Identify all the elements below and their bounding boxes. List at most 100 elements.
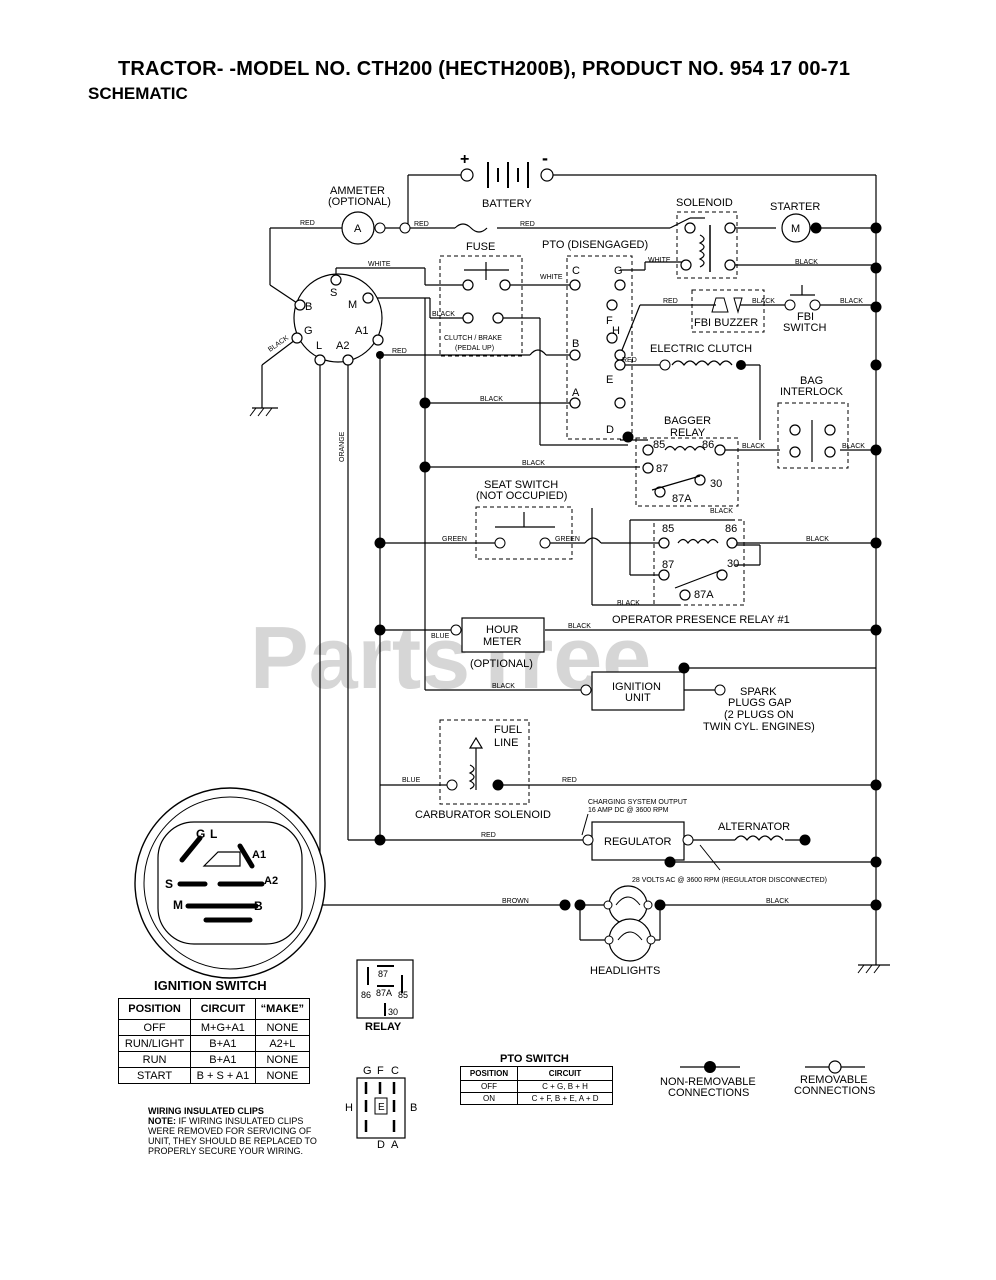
- pto-terminal-label: H: [612, 325, 620, 337]
- spark-plug-label: PLUGS GAP: [728, 697, 792, 709]
- terminal-label: A1: [355, 325, 368, 337]
- carburator-solenoid-label: CARBURATOR SOLENOID: [415, 809, 551, 821]
- fuel-line-label: FUEL: [494, 724, 522, 736]
- starter-label: STARTER: [770, 201, 820, 213]
- ignition-switch-caption: IGNITION SWITCH: [154, 978, 267, 993]
- wire-color-label: RED: [520, 221, 535, 228]
- relay-pin-label: 87: [656, 463, 668, 475]
- alternator-label: ALTERNATOR: [718, 821, 790, 833]
- ignition-unit-label-2: UNIT: [625, 692, 651, 704]
- pto-face-label: A: [391, 1139, 399, 1151]
- legend-label: REMOVABLE: [800, 1074, 868, 1086]
- table-cell: OFF: [117, 1019, 192, 1036]
- seat-switch-label: SEAT SWITCH: [484, 479, 558, 491]
- pto-terminal-label: E: [606, 374, 613, 386]
- ignition-unit-label: IGNITION: [612, 681, 661, 693]
- relay-pin-label: 30: [710, 478, 722, 490]
- relay-pin-label: 30: [727, 558, 739, 570]
- operator-relay-label: OPERATOR PRESENCE RELAY #1: [612, 614, 790, 626]
- wire-color-label: BLACK: [522, 460, 545, 467]
- pto-face-label: G: [363, 1065, 372, 1077]
- wire-color-label: BLACK: [492, 683, 515, 690]
- ammeter-label-optional: (OPTIONAL): [328, 196, 391, 208]
- ignition-switch-face: G L A1 A2 S M B: [134, 787, 326, 979]
- table-cell: NONE: [254, 1019, 311, 1036]
- wire-color-label: WHITE: [648, 257, 671, 264]
- wire-color-label: BLACK: [752, 298, 775, 305]
- pto-terminal-label: G: [614, 265, 623, 277]
- fuel-line-label-2: LINE: [494, 737, 518, 749]
- table-cell: C + G, B + H: [517, 1080, 613, 1093]
- legend-label: CONNECTIONS: [668, 1087, 749, 1099]
- fbi-switch-label: FBI: [797, 311, 814, 323]
- wire-color-label: RED: [300, 220, 315, 227]
- hour-meter-label: HOUR: [486, 624, 518, 636]
- relay-legend-caption: RELAY: [365, 1021, 402, 1033]
- wire-color-label: WHITE: [368, 261, 391, 268]
- relay-pin-label: 86: [702, 439, 714, 451]
- bagger-relay-label-2: RELAY: [670, 427, 706, 439]
- non-removable-connection-dots: [374, 222, 882, 911]
- table-cell: A2+L: [254, 1035, 311, 1052]
- relay-legend-pin: 30: [388, 1007, 398, 1017]
- table-header: CIRCUIT: [190, 998, 256, 1020]
- ignition-switch-table: POSITION CIRCUIT “MAKE” OFF M+G+A1 NONE …: [117, 998, 311, 1084]
- bag-interlock-label: BAG: [800, 375, 823, 387]
- wire-color-label: BLACK: [806, 536, 829, 543]
- wire-color-label: WHITE: [540, 274, 563, 281]
- headlight-symbol: [608, 918, 652, 962]
- relay-pin-label: 87A: [672, 493, 692, 505]
- legend-label: CONNECTIONS: [794, 1085, 875, 1097]
- battery-minus: -: [542, 148, 548, 168]
- wire-color-label: BLACK: [710, 508, 733, 515]
- wire-color-label: GREEN: [442, 536, 467, 543]
- ignition-switch-terminals: [291, 274, 384, 366]
- wire-color-label: BROWN: [502, 898, 529, 905]
- battery-label: BATTERY: [482, 198, 532, 210]
- pto-terminal-label: F: [606, 315, 613, 327]
- hour-meter-label-2: METER: [483, 636, 522, 648]
- solenoid-label: SOLENOID: [676, 197, 733, 209]
- clutch-brake-label: CLUTCH / BRAKE: [444, 335, 502, 342]
- ignition-face-label: A1: [252, 849, 266, 861]
- pto-switch-face: G F C H E B D A: [345, 1065, 417, 1151]
- table-row: START B + S + A1 NONE: [117, 1067, 311, 1084]
- wire-color-label: BLACK: [480, 396, 503, 403]
- pto-switch-caption: PTO SWITCH: [500, 1053, 569, 1065]
- relay-pin-label: 85: [653, 439, 665, 451]
- fbi-switch-label-2: SWITCH: [783, 322, 826, 334]
- pto-terminal-label: B: [572, 338, 579, 350]
- table-header: CIRCUIT: [517, 1066, 613, 1081]
- wire-color-label: RED: [663, 298, 678, 305]
- wire-color-label: BLACK: [267, 335, 290, 354]
- electric-clutch-label: ELECTRIC CLUTCH: [650, 343, 752, 355]
- relay-pin-label: 87A: [694, 589, 714, 601]
- ammeter-label: AMMETER: [330, 185, 385, 197]
- table-cell: ON: [459, 1092, 519, 1105]
- wire-color-label: RED: [622, 357, 637, 364]
- table-header: POSITION: [117, 998, 192, 1020]
- terminal-label: S: [330, 287, 337, 299]
- wire-color-label: BLACK: [742, 443, 765, 450]
- table-cell: M+G+A1: [190, 1019, 256, 1036]
- ignition-switch-symbol: [293, 273, 383, 363]
- table-cell: B + S + A1: [190, 1067, 256, 1084]
- pto-terminal-label: C: [572, 265, 580, 277]
- table-cell: OFF: [459, 1080, 519, 1093]
- table-cell: C + F, B + E, A + D: [517, 1092, 613, 1105]
- wire-color-label: RED: [562, 777, 577, 784]
- wire-color-label: RED: [392, 348, 407, 355]
- table-cell: NONE: [254, 1051, 311, 1068]
- charging-output-label: CHARGING SYSTEM OUTPUT: [588, 799, 688, 806]
- battery-symbol: [487, 162, 529, 188]
- starter-symbol: [781, 213, 811, 243]
- wire-color-label: BLACK: [568, 623, 591, 630]
- clutch-brake-label-pedal: (PEDAL UP): [455, 345, 494, 352]
- table-row: ON C + F, B + E, A + D: [459, 1092, 613, 1105]
- ammeter-symbol: [341, 211, 375, 245]
- wire-color-label: ORANGE: [339, 431, 346, 462]
- charging-output-label-2: 16 AMP DC @ 3600 RPM: [588, 807, 669, 814]
- pto-face-label: D: [377, 1139, 385, 1151]
- legend-label: NON-REMOVABLE: [660, 1076, 756, 1088]
